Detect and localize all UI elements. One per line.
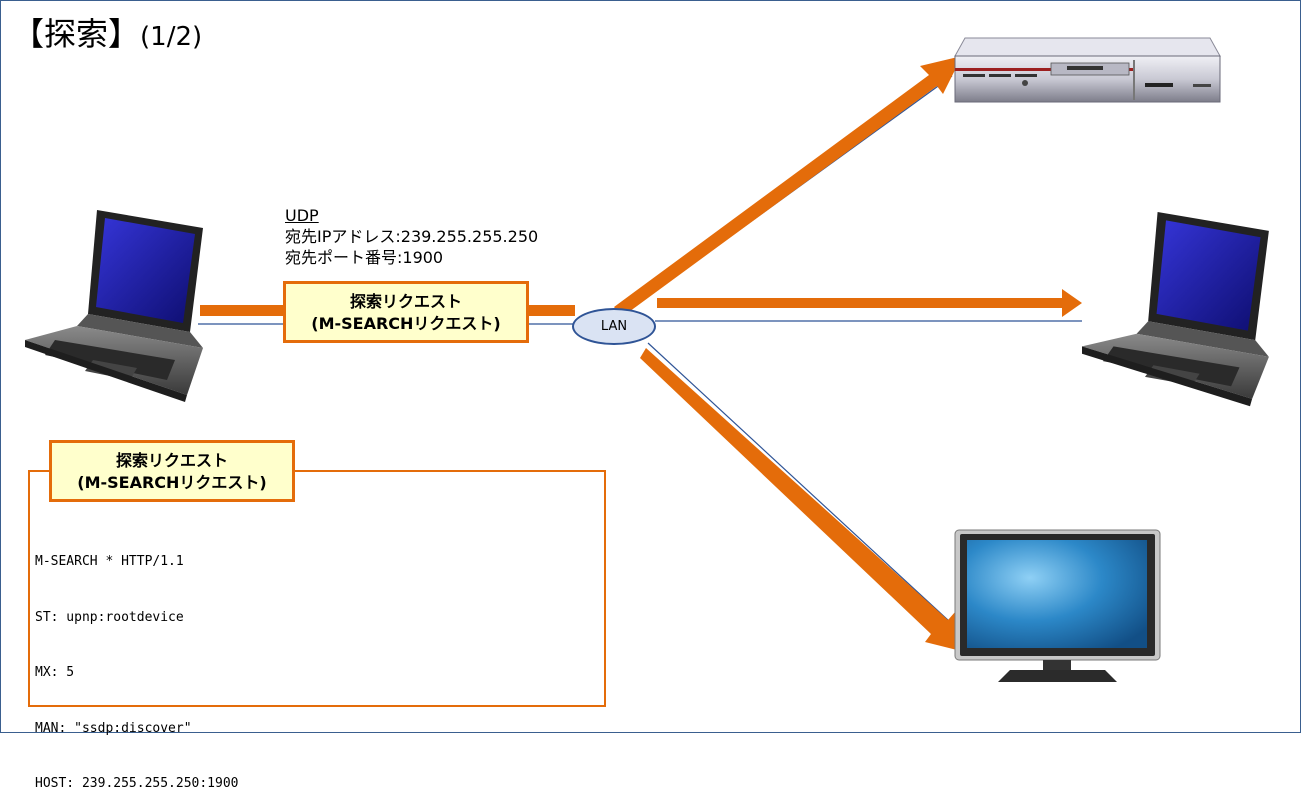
request-line: MAN: "ssdp:discover"	[35, 720, 192, 736]
request-detail-tab: 探索リクエスト (M-SEARCHリクエスト)	[49, 440, 295, 502]
request-detail-panel	[28, 470, 606, 707]
panel-tab-subtitle: (M-SEARCHリクエスト)	[77, 473, 267, 492]
page-title: 【探索】(1/2)	[12, 18, 202, 50]
title-main: 【探索】	[12, 15, 141, 53]
request-text: M-SEARCH * HTTP/1.1 ST: upnp:rootdevice …	[35, 516, 239, 812]
request-box-title: 探索リクエスト	[349, 292, 462, 311]
request-arrows	[200, 56, 1082, 652]
arrow-to-recorder	[614, 56, 962, 317]
arrow-to-tv	[640, 348, 965, 652]
recorder-icon	[954, 37, 1221, 103]
protocol-label: UDP	[285, 206, 319, 225]
dest-port-label: 宛先ポート番号:1900	[285, 248, 444, 267]
dest-ip-label: 宛先IPアドレス:239.255.255.250	[285, 227, 539, 246]
lan-node: LAN	[572, 308, 656, 345]
laptop-icon	[25, 210, 203, 402]
request-line: ST: upnp:rootdevice	[35, 609, 184, 625]
request-box-subtitle: (M-SEARCHリクエスト)	[311, 314, 501, 333]
line-to-tv	[647, 342, 951, 623]
udp-info: UDP 宛先IPアドレス:239.255.255.250 宛先ポート番号:190…	[285, 205, 538, 268]
panel-tab-title: 探索リクエスト	[115, 451, 228, 470]
request-line: MX: 5	[35, 665, 75, 680]
arrow-shaft-mid	[527, 305, 575, 316]
request-line: M-SEARCH * HTTP/1.1	[35, 554, 184, 569]
arrow-to-laptop	[657, 289, 1082, 317]
title-page: (1/2)	[140, 22, 203, 52]
tv-icon	[954, 529, 1161, 682]
arrow-shaft-left	[200, 305, 290, 316]
laptop-icon	[1082, 212, 1269, 407]
search-request-box: 探索リクエスト (M-SEARCHリクエスト)	[283, 281, 529, 343]
request-line: HOST: 239.255.255.250:1900	[35, 776, 239, 791]
network-diagram	[25, 37, 1269, 682]
